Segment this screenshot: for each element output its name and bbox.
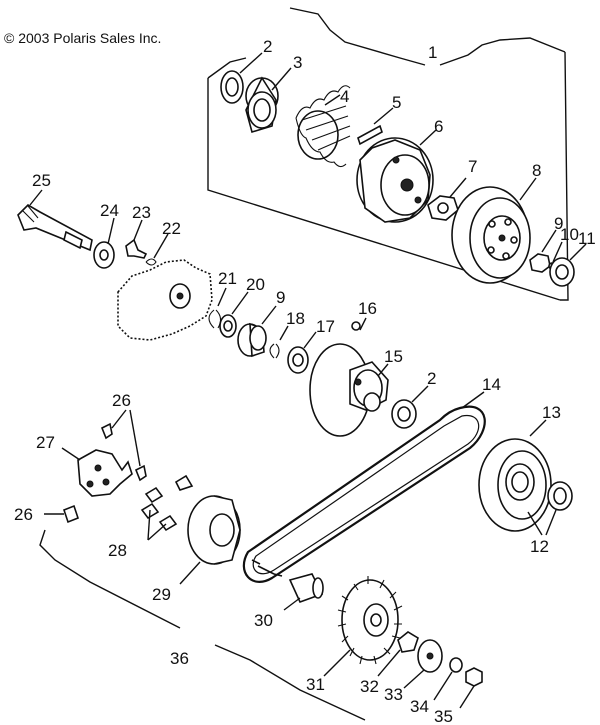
label-24: 24 (100, 201, 119, 220)
part-3-sleeve (245, 67, 292, 134)
part-2-bearing-lower (391, 385, 429, 429)
label-8: 8 (532, 161, 541, 180)
part-16-pin (351, 317, 367, 331)
part-22-clip (145, 233, 169, 266)
part-28-rollers (140, 474, 194, 541)
part-5-pin (357, 107, 394, 146)
label-33: 33 (384, 685, 403, 704)
part-15-driven-sheave (309, 343, 389, 437)
label-9-mid: 9 (276, 288, 285, 307)
label-28: 28 (108, 541, 127, 560)
label-26-top: 26 (112, 391, 131, 410)
part-17-bearing (287, 331, 317, 374)
part-34-washer (433, 657, 463, 701)
part-12-spacer (527, 481, 573, 536)
label-30: 30 (254, 611, 273, 630)
part-30-collar (283, 573, 324, 611)
label-23: 23 (132, 203, 151, 222)
label-14: 14 (482, 375, 501, 394)
assembly-1-outline (207, 7, 569, 301)
part-35-nut (459, 667, 483, 709)
label-22: 22 (162, 219, 181, 238)
copyright-text: © 2003 Polaris Sales Inc. (4, 30, 162, 46)
part-19-bearing (237, 305, 277, 358)
cover-plate (117, 259, 213, 341)
label-13: 13 (542, 403, 561, 422)
part-6-clutch (356, 129, 437, 223)
part-25-shaft (17, 189, 93, 252)
part-9-nut (529, 229, 557, 273)
label-36: 36 (170, 649, 189, 668)
label-11: 11 (578, 229, 596, 248)
label-16: 16 (358, 299, 377, 318)
label-21: 21 (218, 269, 237, 288)
label-27: 27 (36, 433, 55, 452)
part-labels: 1 2 3 4 5 6 7 8 9 10 11 25 24 23 22 21 2… (14, 37, 596, 725)
part-33-ratchet (403, 639, 443, 689)
part-31-fan (323, 576, 403, 677)
label-6: 6 (434, 117, 443, 136)
label-15: 15 (384, 347, 403, 366)
label-35: 35 (434, 707, 453, 725)
label-17: 17 (316, 317, 335, 336)
label-2-lower: 2 (427, 369, 436, 388)
label-29: 29 (152, 585, 171, 604)
part-8-clutch-drum (451, 177, 537, 284)
label-7: 7 (468, 157, 477, 176)
label-1: 1 (428, 43, 437, 62)
part-23-bolt (125, 219, 148, 259)
label-3: 3 (293, 53, 302, 72)
part-20-washer (219, 291, 249, 338)
label-26-bottom: 26 (14, 505, 33, 524)
label-2-top: 2 (263, 37, 272, 56)
label-25: 25 (32, 171, 51, 190)
part-27-spider (61, 447, 133, 497)
label-5: 5 (392, 93, 401, 112)
label-32: 32 (360, 677, 379, 696)
label-4: 4 (340, 87, 349, 106)
part-26-slider-bottom (44, 504, 79, 524)
part-4-spring (295, 85, 351, 168)
label-34: 34 (410, 697, 429, 716)
label-20: 20 (246, 275, 265, 294)
part-32-washer (377, 631, 419, 677)
label-9-top: 9 (554, 214, 563, 233)
part-13-driven-pulley (478, 419, 552, 532)
label-18: 18 (286, 309, 305, 328)
part-2-bearing-top (220, 52, 263, 104)
part-14-drive-belt (242, 391, 486, 583)
part-26-slider-top (100, 409, 147, 482)
part-21-retaining-ring (208, 287, 227, 329)
part-11-bearing (549, 243, 587, 287)
part-29-drive-face (179, 495, 241, 585)
assembly-36-outline (39, 529, 366, 721)
label-10: 10 (560, 225, 579, 244)
label-12: 12 (530, 537, 549, 556)
part-24-bearing (93, 217, 115, 269)
part-18-clip (269, 325, 289, 359)
label-31: 31 (306, 675, 325, 694)
